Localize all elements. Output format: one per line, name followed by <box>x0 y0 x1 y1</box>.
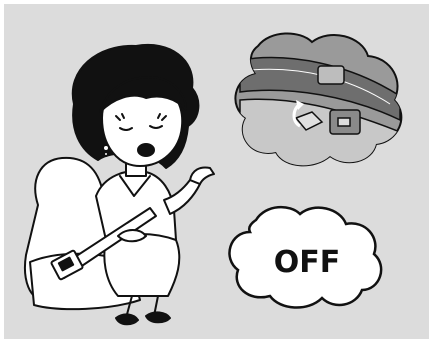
hand <box>190 168 214 185</box>
arm <box>164 180 200 214</box>
shoe-left <box>116 314 138 324</box>
mouth <box>138 144 154 156</box>
woman-illustration <box>25 45 214 324</box>
lap-hand <box>118 230 146 241</box>
earring <box>103 145 109 151</box>
detail-cloud <box>235 33 401 170</box>
buckle-housing <box>318 66 344 84</box>
shoe-right <box>146 312 170 322</box>
off-cloud: OFF <box>229 207 381 307</box>
off-label: OFF <box>274 245 341 280</box>
